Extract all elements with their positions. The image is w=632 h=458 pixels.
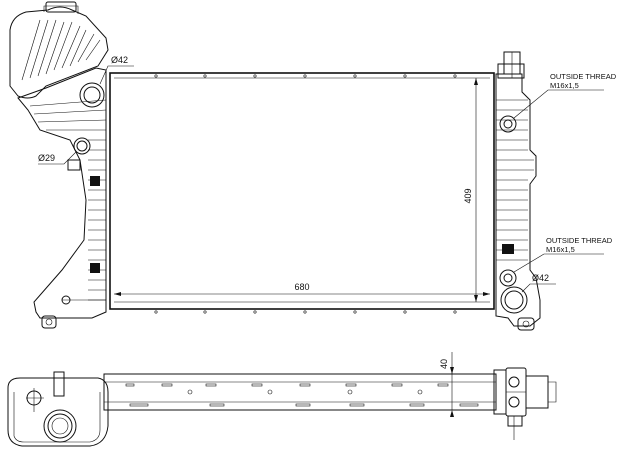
right-black-mark bbox=[502, 244, 514, 254]
top-view-slots bbox=[125, 383, 479, 407]
svg-text:Ø42: Ø42 bbox=[111, 55, 128, 65]
width-dimension: 680 bbox=[114, 282, 490, 296]
radiator-core bbox=[109, 72, 495, 310]
svg-text:OUTSIDE THREAD: OUTSIDE THREAD bbox=[550, 72, 617, 81]
top-rail-dots bbox=[154, 74, 457, 314]
leader-dia-top-left: Ø42 bbox=[99, 55, 134, 85]
svg-text:M16x1,5: M16x1,5 bbox=[550, 81, 579, 90]
top-view: 40 bbox=[7, 352, 557, 447]
tank-cap bbox=[45, 1, 77, 13]
svg-text:M16x1,5: M16x1,5 bbox=[546, 245, 575, 254]
left-small-outlet bbox=[67, 137, 91, 171]
top-view-expansion-tank bbox=[7, 377, 109, 447]
left-mount-feet bbox=[41, 295, 106, 329]
front-view: 680 409 Ø42 Ø29 Ø42 OUTSIDE THREAD M1 bbox=[9, 1, 617, 331]
right-thread-port-top bbox=[499, 115, 517, 133]
top-view-core bbox=[103, 373, 497, 411]
height-dimension: 409 bbox=[463, 78, 478, 302]
leader-dia-left: Ø29 bbox=[38, 151, 77, 165]
leader-thread-bottom: OUTSIDE THREAD M16x1,5 bbox=[513, 236, 613, 273]
svg-text:Ø29: Ø29 bbox=[38, 153, 55, 163]
right-bottom-outlet bbox=[500, 286, 528, 314]
right-tank-fins bbox=[496, 99, 534, 261]
depth-dimension-label: 40 bbox=[439, 359, 449, 369]
leader-dia-right: Ø42 bbox=[521, 273, 556, 293]
svg-text:OUTSIDE THREAD: OUTSIDE THREAD bbox=[546, 236, 613, 245]
right-end-tank bbox=[495, 73, 541, 327]
height-dimension-label: 409 bbox=[463, 188, 473, 203]
leader-thread-top: OUTSIDE THREAD M16x1,5 bbox=[513, 72, 617, 119]
svg-text:Ø42: Ø42 bbox=[532, 273, 549, 283]
tank-hatching bbox=[21, 19, 101, 81]
left-tank-fins bbox=[29, 99, 107, 301]
left-top-outlet bbox=[79, 82, 105, 108]
expansion-tank bbox=[9, 6, 109, 99]
top-view-right-tank bbox=[493, 367, 557, 440]
right-thread-port-bottom bbox=[499, 269, 517, 287]
top-view-tank-cap bbox=[43, 409, 77, 443]
right-mount-foot bbox=[517, 317, 535, 331]
depth-dimension: 40 bbox=[439, 352, 458, 417]
width-dimension-label: 680 bbox=[294, 282, 309, 292]
left-end-tank bbox=[17, 67, 107, 319]
top-view-tank-outlet bbox=[26, 388, 44, 412]
left-black-mark-1 bbox=[90, 176, 100, 186]
left-black-mark-2 bbox=[90, 263, 100, 273]
